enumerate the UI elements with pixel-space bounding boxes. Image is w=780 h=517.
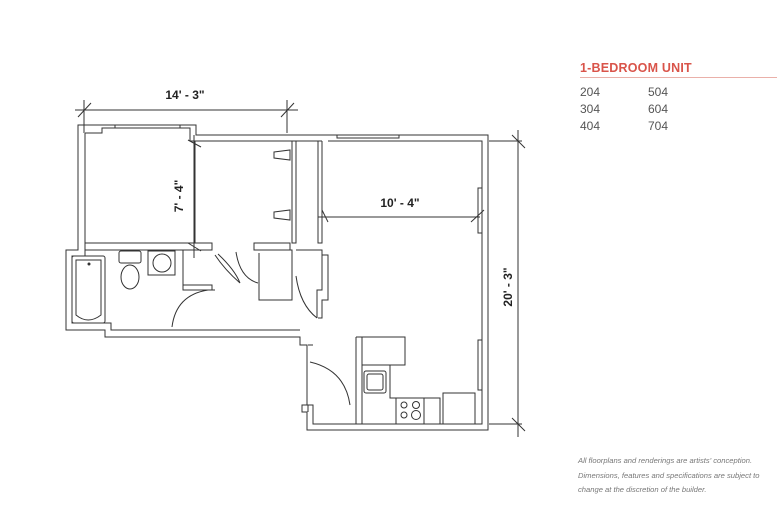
- bedroom-door-swing: [214, 253, 241, 284]
- unit-title: 1-BEDROOM UNIT: [580, 61, 692, 75]
- unit-number: 204: [580, 85, 601, 99]
- dim-bedroom-depth: 7' - 4": [172, 180, 186, 213]
- bathtub-basin: [75, 259, 102, 321]
- kitchen-counter: [355, 336, 441, 424]
- toilet-tank: [118, 250, 142, 264]
- hall-closet: [254, 249, 293, 301]
- unit-number: 504: [648, 85, 669, 99]
- closet-bifold-1: [273, 149, 291, 161]
- sink: [152, 253, 172, 273]
- unit-number: 704: [648, 119, 669, 133]
- closet-bifold-2: [273, 209, 291, 221]
- linen-door-swing: [295, 275, 318, 319]
- dim-overall-depth: 20' - 3": [501, 267, 515, 306]
- title-divider: [580, 77, 777, 78]
- bedroom-wall: [84, 242, 213, 251]
- dim-bedroom-width: 14' - 3": [165, 88, 204, 102]
- kitchen-sink: [363, 370, 387, 394]
- bathtub: [71, 255, 106, 324]
- entry-door-swing: [309, 361, 351, 406]
- bedroom-window: [114, 124, 181, 129]
- toilet-bowl: [120, 264, 140, 290]
- exterior-wall-inner: [71, 127, 483, 425]
- unit-number: 404: [580, 119, 601, 133]
- disclaimer-line: All floorplans and renderings are artist…: [578, 456, 753, 465]
- exterior-wall-outer: [65, 124, 489, 431]
- unit-number: 304: [580, 102, 601, 116]
- living-window: [336, 134, 400, 139]
- bath-door-swing: [171, 289, 209, 328]
- dim-living-width: 10' - 4": [380, 196, 419, 210]
- living-wall-step: [318, 254, 329, 319]
- stove-burners: [400, 401, 421, 420]
- disclaimer: All floorplans and renderings are artist…: [578, 454, 778, 498]
- east-window-1: [477, 187, 483, 234]
- dimension-lines: [75, 100, 526, 437]
- vanity: [147, 250, 176, 276]
- disclaimer-line: change at the discretion of the builder.: [578, 485, 707, 494]
- bath-wall: [182, 250, 215, 291]
- closet-door-swing: [235, 251, 259, 284]
- linen-closet: [296, 249, 323, 318]
- unit-number: 604: [648, 102, 669, 116]
- refrigerator: [442, 392, 476, 425]
- disclaimer-line: Dimensions, features and specifications …: [578, 470, 760, 480]
- closet-wall: [194, 141, 323, 251]
- east-window-2: [477, 339, 483, 391]
